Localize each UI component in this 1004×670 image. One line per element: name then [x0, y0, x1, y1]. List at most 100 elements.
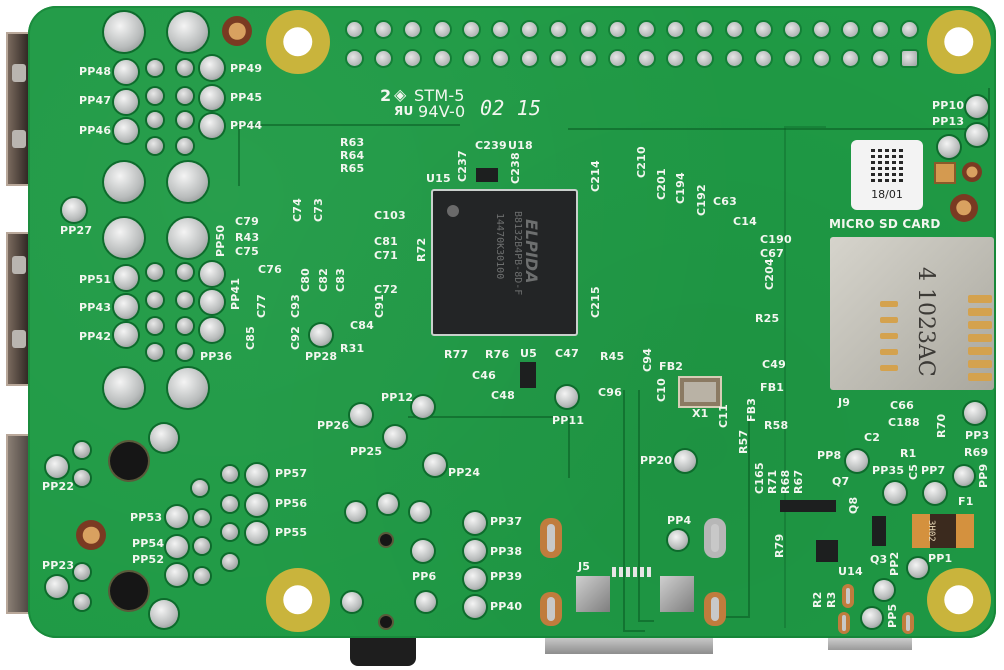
test-pad-pp38 — [464, 540, 486, 562]
pin1-marker — [447, 205, 459, 217]
pin-pad — [177, 318, 193, 334]
label-c85: C85 — [244, 326, 257, 350]
label-c71: C71 — [374, 249, 398, 262]
label-pp4: PP4 — [667, 514, 692, 527]
gpio-pin — [376, 51, 392, 66]
gpio-pin — [901, 51, 917, 66]
manufacturer-logo-icon: ◈ — [394, 85, 407, 104]
gpio-pin — [697, 51, 713, 66]
label-pp25: PP25 — [350, 445, 383, 458]
pin-pad — [147, 264, 163, 280]
copper-via — [962, 162, 982, 182]
gpio-pin — [493, 51, 508, 66]
j5-connector-pads — [612, 567, 652, 577]
label-u15: U15 — [426, 172, 451, 185]
gpio-pin — [639, 22, 654, 37]
manufacturer-code: STM-5 — [414, 86, 465, 105]
label-pp22: PP22 — [42, 480, 75, 493]
hdmi-mount-slot — [540, 592, 562, 626]
label-c77: C77 — [255, 294, 268, 318]
label-r72: R72 — [415, 237, 428, 262]
gpio-pin — [872, 22, 888, 37]
gpio-pin — [901, 22, 917, 37]
label-r67: R67 — [792, 469, 805, 494]
gpio-header — [344, 20, 924, 70]
usb-shield-pad — [104, 12, 144, 52]
usb-power-mount-slot — [902, 612, 914, 634]
gpio-pin — [434, 22, 450, 37]
audio-jack-pad — [416, 592, 436, 612]
test-pad-pp7 — [924, 482, 946, 504]
pin-pad — [147, 60, 163, 76]
test-pad-pp11 — [556, 386, 578, 408]
gpio-pin — [609, 51, 625, 66]
label-pp2: PP2 — [888, 551, 901, 576]
label-pp13: PP13 — [932, 115, 965, 128]
label-u14: U14 — [838, 565, 863, 578]
datamatrix-sticker: 18/01 — [851, 140, 923, 210]
pin-pad — [74, 442, 90, 458]
u18-chip — [476, 168, 498, 182]
label-pp35: PP35 — [872, 464, 905, 477]
label-pp11: PP11 — [552, 414, 585, 427]
gpio-pin — [785, 22, 800, 37]
label-pp52: PP52 — [132, 553, 165, 566]
test-pad-pp27 — [62, 198, 86, 222]
sticker-code: 18/01 — [871, 188, 903, 201]
label-r25: R25 — [755, 312, 780, 325]
gpio-pin — [463, 22, 479, 37]
label-r45: R45 — [600, 350, 625, 363]
label-c190: C190 — [760, 233, 792, 246]
label-c46: C46 — [472, 369, 496, 382]
label-r77: R77 — [444, 348, 469, 361]
test-pad-pp48 — [114, 60, 138, 84]
gpio-pin — [609, 22, 625, 37]
pin-pad — [147, 292, 163, 308]
label-pp44: PP44 — [230, 119, 263, 132]
pin-pad — [147, 318, 163, 334]
label-c67: C67 — [760, 247, 784, 260]
label-c82: C82 — [317, 268, 330, 292]
usb-tab — [12, 130, 26, 148]
gpio-pin — [814, 22, 830, 37]
ram-brand: ELPIDA — [522, 219, 541, 284]
label-pp10: PP10 — [932, 99, 965, 112]
label-r63: R63 — [340, 136, 365, 149]
gpio-pin — [697, 22, 713, 37]
label-r57: R57 — [737, 429, 750, 454]
pin-pad — [147, 138, 163, 154]
label-x1: X1 — [692, 407, 709, 420]
ethernet-locating-hole — [110, 442, 148, 480]
test-pad-pp57 — [246, 464, 268, 486]
test-pad-pp13 — [966, 124, 988, 146]
pin-pad — [177, 112, 193, 128]
mounting-hole — [266, 568, 330, 632]
label-pp49: PP49 — [230, 62, 263, 75]
test-pad-pp25 — [384, 426, 406, 448]
pin-pad — [177, 344, 193, 360]
fuse-f1: 3H02 — [912, 514, 974, 548]
gpio-pin — [522, 51, 538, 66]
label-pp26: PP26 — [317, 419, 350, 432]
pin-pad — [192, 480, 208, 496]
pin-pad — [177, 292, 193, 308]
gpio-pin — [434, 51, 450, 66]
test-pad-pp37 — [464, 512, 486, 534]
pin-pad — [222, 496, 238, 512]
usb-tab — [12, 330, 26, 348]
label-c79: C79 — [235, 215, 259, 228]
pin-pad — [222, 554, 238, 570]
label-c47: C47 — [555, 347, 579, 360]
label-c5: C5 — [907, 463, 920, 480]
label-c66: C66 — [890, 399, 914, 412]
label-pp37: PP37 — [490, 515, 523, 528]
label-q3: Q3 — [870, 553, 888, 566]
gpio-pin — [726, 51, 742, 66]
pin-pad — [177, 60, 193, 76]
gpio-pin — [785, 51, 800, 66]
label-pp43: PP43 — [79, 301, 112, 314]
test-pad-pp22 — [46, 456, 68, 478]
label-c80: C80 — [299, 268, 312, 292]
gpio-pin — [843, 51, 859, 66]
ethernet-shield-pad — [150, 424, 178, 452]
